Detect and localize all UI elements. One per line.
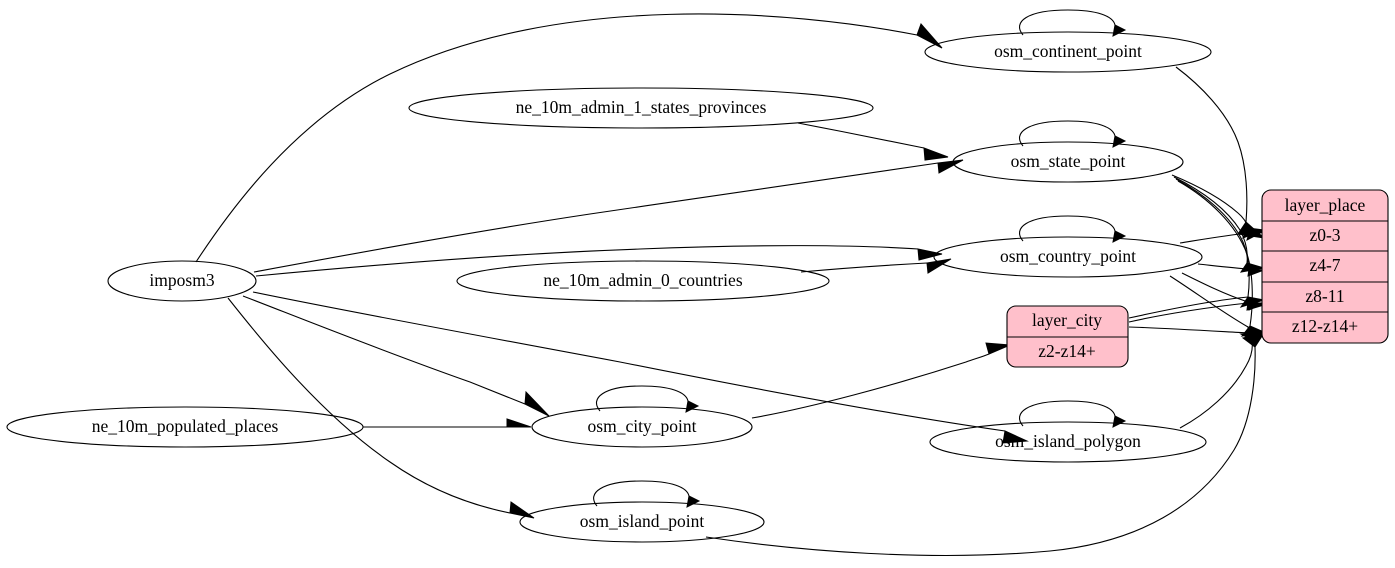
layer-city-row-z2-z14: z2-z14+: [1038, 341, 1096, 361]
edge-layer-city-to-layer-place-z12-z14: [1128, 326, 1265, 340]
node-ne-10m-admin-1-states-provinces[interactable]: ne_10m_admin_1_states_provinces: [408, 87, 874, 129]
node-label-ne-10m-populated-places: ne_10m_populated_places: [92, 416, 279, 436]
layer-place-row-z8-11: z8-11: [1305, 286, 1344, 306]
edge-imposm3-to-osm-island-polygon: [252, 291, 1029, 444]
edges-layer: [195, 9, 1266, 557]
node-label-osm-country-point: osm_country_point: [1000, 246, 1136, 266]
node-ne-10m-admin-0-countries[interactable]: ne_10m_admin_0_countries: [456, 260, 830, 302]
node-label-osm-city-point: osm_city_point: [588, 416, 697, 436]
layer-place-row-z12-z14: z12-z14+: [1292, 316, 1358, 336]
edge-osm-country-point-to-layer-place-z4-7: [1197, 263, 1265, 277]
node-imposm3[interactable]: imposm3: [107, 260, 257, 302]
node-label-osm-island-point: osm_island_point: [580, 511, 705, 531]
node-label-imposm3: imposm3: [149, 270, 214, 290]
node-osm-island-point[interactable]: osm_island_point: [519, 501, 765, 543]
node-osm-island-polygon[interactable]: osm_island_polygon: [929, 421, 1207, 463]
edge-imposm3-to-osm-city-point: [242, 295, 550, 417]
edge-ne-populated-places-to-osm-city-point: [363, 418, 532, 428]
edge-self-loop-osm-island-polygon: [1018, 400, 1127, 428]
edge-osm-state-point-to-layer-place-z4-7: [1173, 176, 1265, 273]
node-layer-place[interactable]: layer_place z0-3 z4-7 z8-11 z12-z14+: [1261, 189, 1389, 344]
node-label-osm-island-polygon: osm_island_polygon: [995, 431, 1141, 451]
layer-city-header-label: layer_city: [1032, 310, 1102, 330]
node-label-ne-10m-admin-1-states-provinces: ne_10m_admin_1_states_provinces: [516, 97, 767, 117]
node-osm-country-point[interactable]: osm_country_point: [933, 236, 1203, 278]
edge-osm-island-polygon-to-layer-place-z12-z14: [1179, 332, 1265, 429]
edge-layer-city-to-layer-place-z8-11: [1128, 302, 1265, 323]
node-osm-city-point[interactable]: osm_city_point: [531, 406, 753, 448]
edge-osm-state-point-to-layer-place-z8-11: [1175, 178, 1265, 308]
node-ne-10m-populated-places[interactable]: ne_10m_populated_places: [6, 406, 364, 448]
edge-imposm3-to-osm-state-point: [253, 159, 964, 273]
layer-place-row-z0-3: z0-3: [1309, 225, 1340, 245]
layer-place-header-label: layer_place: [1285, 195, 1366, 215]
edge-imposm3-to-osm-country-point: [255, 245, 943, 277]
edge-imposm3-to-osm-continent-point: [195, 13, 943, 263]
record-nodes-layer: layer_place z0-3 z4-7 z8-11 z12-z14+ lay…: [1006, 189, 1389, 368]
edge-imposm3-to-osm-island-point: [227, 297, 535, 519]
edge-osm-city-point-to-layer-city: [751, 342, 1011, 419]
node-label-osm-state-point: osm_state_point: [1011, 151, 1126, 171]
edge-osm-state-point-to-layer-place-z12-z14: [1177, 180, 1266, 337]
layer-place-row-z4-7: z4-7: [1309, 255, 1340, 275]
edge-layer-city-connector-upper: [1128, 296, 1249, 319]
node-label-ne-10m-admin-0-countries: ne_10m_admin_0_countries: [543, 270, 742, 290]
node-osm-state-point[interactable]: osm_state_point: [952, 141, 1184, 183]
node-label-osm-continent-point: osm_continent_point: [994, 41, 1142, 61]
edge-self-loop-osm-country-point: [1018, 215, 1127, 243]
edge-ne-admin-0-countries-to-osm-country-point: [800, 258, 952, 274]
edge-osm-country-point-to-layer-place-z0-3: [1179, 230, 1265, 244]
node-layer-city[interactable]: layer_city z2-z14+: [1006, 305, 1129, 368]
nodes-layer: imposm3 ne_10m_admin_1_states_provinces …: [6, 31, 1212, 543]
edge-ne-states-provinces-to-osm-state-point: [797, 122, 949, 161]
node-osm-continent-point[interactable]: osm_continent_point: [924, 31, 1212, 73]
edge-osm-island-point-to-layer-place-z12-z14: [705, 332, 1266, 557]
